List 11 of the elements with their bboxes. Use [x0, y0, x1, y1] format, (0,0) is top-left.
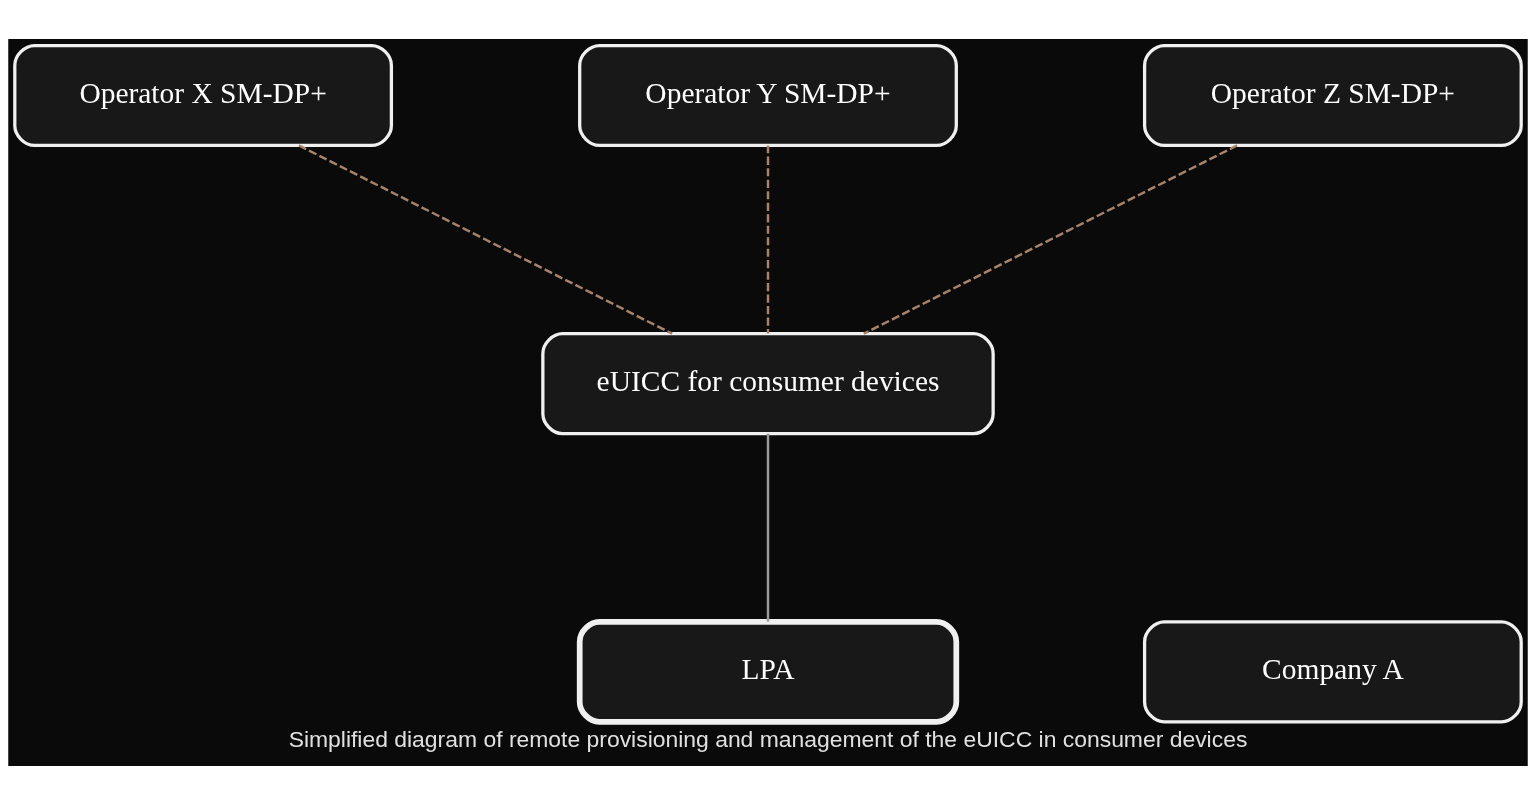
node-box: Company A: [1142, 619, 1523, 723]
node-box: LPA: [576, 618, 960, 725]
node-box: Operator Z SM-DP+: [1142, 43, 1523, 147]
node-box: eUICC for consumer devices: [541, 331, 995, 435]
connector: [298, 143, 673, 335]
node-box: Operator Y SM-DP+: [578, 43, 958, 147]
node-box: Operator X SM-DP+: [13, 43, 394, 147]
connector: [766, 433, 770, 622]
caption: Simplified diagram of remote provisioning and management of the eUICC in consumer devices: [288, 725, 1248, 752]
connector: [863, 143, 1238, 335]
connector: [766, 144, 770, 333]
